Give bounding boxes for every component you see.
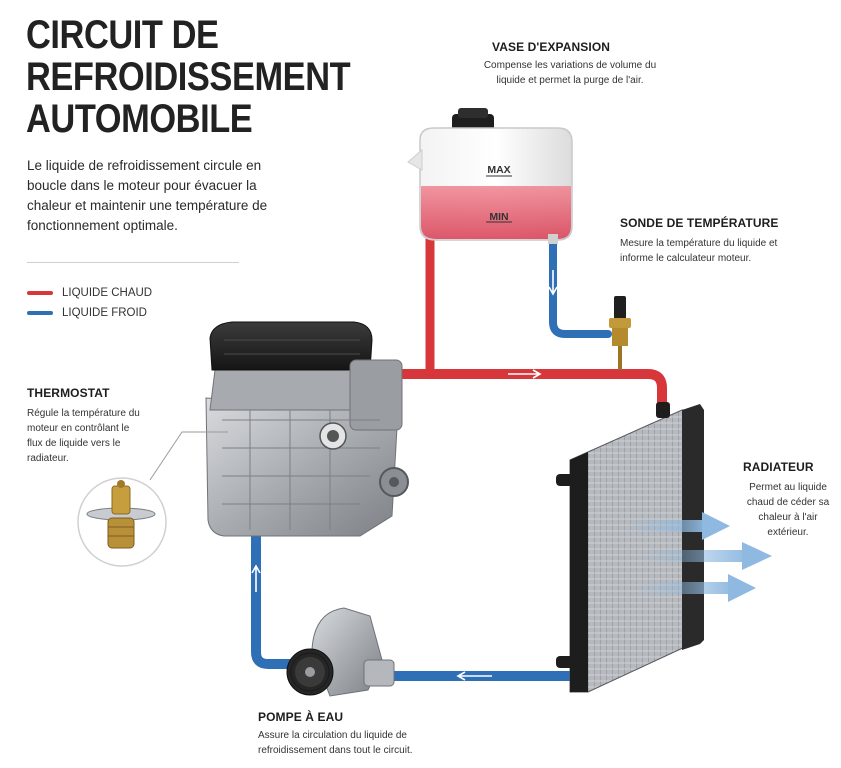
legend-hot-swatch bbox=[27, 291, 53, 295]
water-pump-description: Assure la circulation du liquide de refr… bbox=[258, 730, 413, 756]
airflow-arrows bbox=[628, 512, 772, 602]
thermostat-callout-line bbox=[149, 431, 228, 481]
page-title-line-3: AUTOMOBILE bbox=[26, 97, 253, 141]
thermostat-description: Régule la température du moteur en contr… bbox=[27, 408, 140, 464]
expansion-tank bbox=[407, 108, 573, 244]
legend-hot-label: LIQUIDE CHAUD bbox=[62, 287, 153, 299]
temperature-sensor-title: SONDE DE TEMPÉRATURE bbox=[620, 216, 779, 230]
radiator-label: RADIATEUR Permet au liquide chaud de céd… bbox=[743, 460, 833, 540]
engine-block bbox=[205, 321, 409, 537]
water-pump-label: POMPE À EAU Assure la circulation du liq… bbox=[258, 710, 428, 758]
water-pump bbox=[286, 607, 395, 697]
legend-cold: LIQUIDE FROID bbox=[27, 305, 147, 321]
flow-arrow-hot bbox=[508, 369, 542, 379]
flow-arrow-cold-up bbox=[251, 564, 261, 592]
thermostat-image bbox=[77, 477, 167, 567]
water-pump-title: POMPE À EAU bbox=[258, 710, 344, 724]
temperature-sensor-description: Mesure la température du liquide et info… bbox=[620, 238, 778, 264]
legend-cold-swatch bbox=[27, 311, 53, 315]
expansion-tank-title: VASE D'EXPANSION bbox=[492, 40, 611, 54]
intro-text: Le liquide de refroidissement circule en… bbox=[27, 158, 268, 233]
flow-arrow-cold-bottom bbox=[456, 671, 492, 681]
thermostat-label: THERMOSTAT Régule la température du mote… bbox=[27, 386, 145, 466]
page-title-line-1: CIRCUIT DE bbox=[26, 13, 219, 57]
legend-cold-label: LIQUIDE FROID bbox=[62, 307, 147, 319]
expansion-tank-label: VASE D'EXPANSION Compense les variations… bbox=[480, 40, 660, 88]
tank-max-label: MAX bbox=[487, 164, 510, 176]
page-title-line-2: REFROIDISSEMENT bbox=[26, 55, 351, 99]
expansion-tank-description: Compense les variations de volume du liq… bbox=[483, 60, 657, 86]
radiator bbox=[556, 402, 704, 693]
flow-arrow-cold-down bbox=[548, 270, 558, 296]
tank-min-label: MIN bbox=[489, 211, 508, 223]
thermostat-title: THERMOSTAT bbox=[27, 386, 110, 400]
hose-cold-sensor bbox=[549, 232, 612, 338]
legend-hot: LIQUIDE CHAUD bbox=[27, 285, 152, 301]
divider bbox=[27, 262, 239, 263]
page-title: CIRCUIT DE REFROIDISSEMENT AUTOMOBILE bbox=[26, 13, 351, 141]
temperature-sensor-label: SONDE DE TEMPÉRATURE Mesure la températu… bbox=[620, 216, 790, 266]
radiator-title: RADIATEUR bbox=[743, 460, 814, 474]
temperature-sensor bbox=[609, 296, 631, 370]
radiator-description: Permet au liquide chaud de céder sa chal… bbox=[746, 482, 830, 538]
